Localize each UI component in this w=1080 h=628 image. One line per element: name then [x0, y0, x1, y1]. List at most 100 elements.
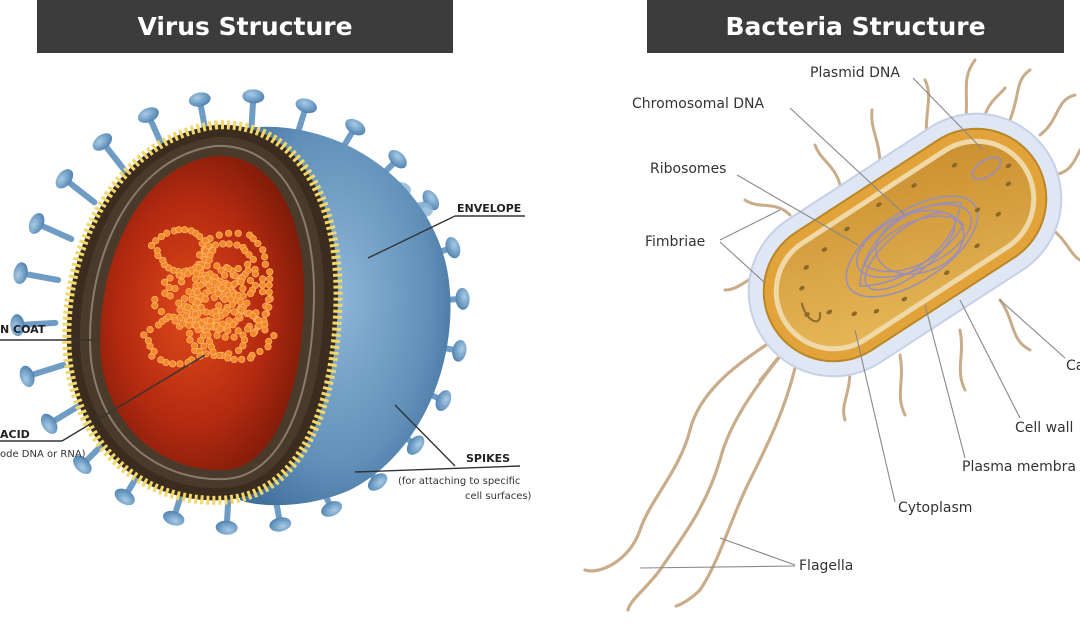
- nucleic-acid-bead: [224, 229, 233, 237]
- nucleic-acid-bead: [265, 303, 273, 311]
- nucleic-acid-bead: [178, 320, 187, 328]
- nucleic-acid-bead: [255, 321, 263, 330]
- nucleic-acid-bead: [175, 271, 183, 279]
- cytoplasm-granule: [800, 302, 821, 323]
- bacteria-flagella: [583, 328, 802, 612]
- nucleic-acid-bead: [213, 331, 221, 339]
- nucleic-acid-bead: [176, 306, 184, 314]
- label-chromosomal-dna: Chromosomal DNA: [632, 96, 765, 112]
- nucleic-acid-bead: [265, 281, 273, 289]
- spikes-leader-1: [394, 404, 456, 467]
- nucleic-acid-bead: [176, 360, 184, 368]
- label-cytoplasm: Cytoplasm: [898, 500, 972, 516]
- nucleic-acid-bead: [205, 256, 213, 264]
- label-nucleic-acid: ACID: [0, 428, 30, 441]
- nucleic-acid-bead: [165, 283, 173, 292]
- nucleic-acid-bead: [203, 274, 211, 282]
- envelope-leader: [367, 215, 456, 259]
- nucleic-acid-bead: [186, 336, 194, 344]
- nucleic-acid-bead: [221, 271, 229, 279]
- nucleic-acid-bead: [157, 233, 165, 241]
- nucleic-acid-bead: [159, 256, 167, 264]
- nucleic-acid-bead: [140, 331, 148, 339]
- nucleic-acid-bead: [249, 235, 257, 243]
- virus-coat-highlight: [89, 144, 316, 481]
- nucleic-acid-bead: [265, 296, 273, 304]
- nucleic-acid-bead: [234, 229, 242, 237]
- capsule-leader: [999, 299, 1066, 359]
- nucleic-acid-bead: [235, 346, 243, 355]
- nucleic-acid-bead: [144, 336, 152, 345]
- label-flagella: Flagella: [799, 558, 853, 574]
- nucleic-acid-bead: [196, 233, 204, 241]
- nucleic-acid-bead: [185, 321, 193, 329]
- nucleic-acid-bead: [213, 262, 221, 270]
- nucleic-acid-bead: [150, 347, 158, 356]
- nucleic-acid-bead: [215, 351, 223, 359]
- spikes-leader-2: [354, 465, 521, 473]
- nucleic-acid-bead: [195, 264, 203, 272]
- virus-nucleic-acid: [140, 226, 278, 368]
- nucleic-acid-bead: [182, 312, 190, 320]
- nucleic-acid-bead: [190, 342, 199, 350]
- flagella-leader-1: [719, 537, 796, 566]
- nucleic-acid-bead: [163, 229, 171, 237]
- label-spikes-note-2: cell surfaces): [465, 491, 532, 502]
- nucleic-acid-bead: [234, 327, 242, 335]
- spike: [28, 212, 75, 243]
- nucleic-acid-bead: [233, 241, 241, 249]
- nucleic-acid-bead: [230, 333, 238, 341]
- nucleic-acid-bead: [259, 246, 267, 254]
- nucleic-acid-bead: [261, 253, 269, 261]
- nucleic-acid-bead: [218, 283, 226, 292]
- label-envelope: ENVELOPE: [457, 202, 521, 215]
- chromosomal-dna: [845, 195, 979, 298]
- nucleic-acid-bead: [195, 251, 204, 259]
- nucleic-acid-bead: [204, 241, 212, 250]
- nucleic-acid-bead: [171, 317, 179, 325]
- cytoplasm: [778, 143, 1032, 347]
- nucleic-acid-bead: [234, 312, 243, 320]
- nucleic-acid-bead: [261, 260, 269, 268]
- plasma-membrane-leader: [924, 304, 966, 459]
- nucleic-acid-bead: [245, 251, 253, 259]
- label-ribosomes: Ribosomes: [650, 161, 726, 177]
- nucleic-acid-bead: [201, 295, 210, 303]
- nucleic-acid-bead: [184, 303, 192, 311]
- nucleic-acid-bead: [184, 270, 192, 278]
- plasmid-dna: [971, 156, 1002, 181]
- nucleic-acid-bead: [181, 226, 189, 234]
- nucleic-acid-bead: [185, 329, 194, 337]
- nucleic-acid-bead: [211, 278, 219, 286]
- nucleic-acid-bead: [152, 237, 160, 245]
- nucleic-acid-bead: [266, 275, 274, 283]
- nucleic-acid-bead: [244, 260, 252, 269]
- nucleic-acid-bead: [160, 278, 169, 286]
- nucleic-acid-bead: [231, 272, 239, 280]
- nucleic-acid-bead: [227, 295, 235, 303]
- nucleic-acid-bead: [205, 337, 214, 345]
- nucleic-acid-bead: [243, 325, 252, 333]
- nucleic-acid-bead: [241, 247, 249, 255]
- nucleic-acid-bead: [169, 360, 177, 368]
- nucleic-acid-bead: [258, 281, 267, 289]
- spike: [92, 133, 129, 175]
- nucleic-acid-bead: [157, 308, 166, 316]
- nucleic-acid-bead: [264, 343, 272, 351]
- nucleic-acid-bead: [147, 241, 156, 250]
- nucleic-acid-bead: [175, 299, 183, 307]
- spike: [40, 401, 85, 434]
- nucleic-acid-bead: [215, 302, 223, 310]
- spike: [19, 362, 67, 388]
- nucleic-acid-bead: [249, 329, 257, 337]
- nucleic-acid-bead: [157, 356, 165, 364]
- nucleic-acid-bead: [231, 280, 239, 288]
- nucleic-acid-bead: [151, 295, 159, 304]
- nucleic-acid-bead: [193, 288, 201, 296]
- bacteria-title: Bacteria Structure: [647, 0, 1064, 53]
- ribosomes-leader: [736, 174, 859, 246]
- bacteria-cell: [747, 112, 1063, 378]
- nucleic-acid-bead: [192, 270, 200, 278]
- nucleic-acid-bead: [239, 285, 247, 293]
- nucleic-acid-bead: [180, 295, 189, 303]
